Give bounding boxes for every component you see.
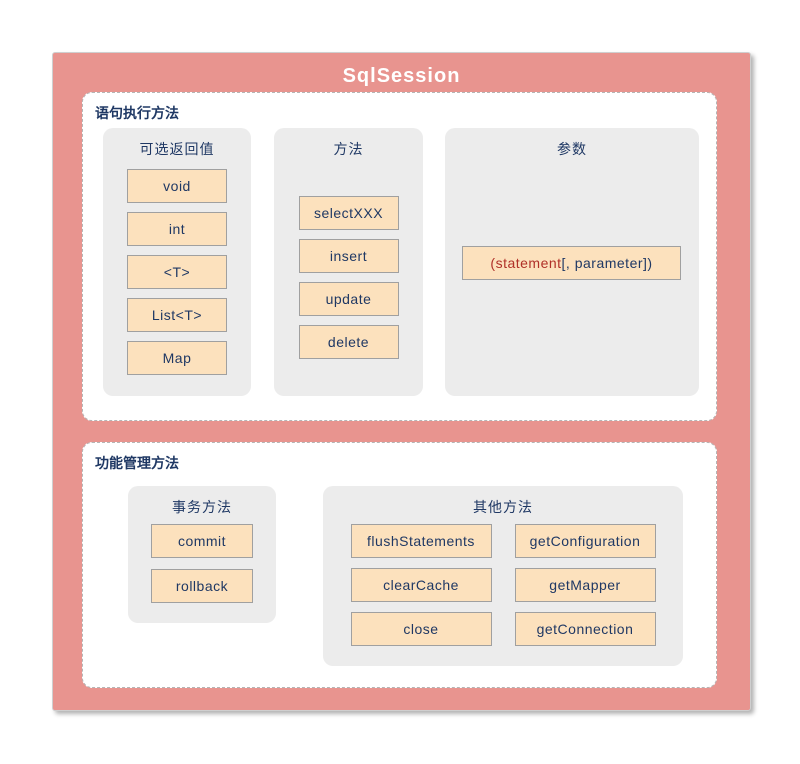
item-generic-t: <T> — [127, 255, 227, 289]
param-parameter-text: [, parameter]) — [561, 255, 653, 271]
item-insert: insert — [298, 239, 399, 273]
item-map: Map — [127, 341, 227, 375]
item-void: void — [127, 169, 227, 203]
item-getconnection: getConnection — [514, 612, 656, 646]
diagram-title: SqlSession — [342, 65, 461, 87]
item-getconfiguration: getConfiguration — [514, 524, 656, 558]
management-label: 功能管理方法 — [95, 455, 179, 471]
item-commit: commit — [151, 524, 253, 558]
item-list-t: List<T> — [127, 298, 227, 332]
item-int: int — [127, 212, 227, 246]
transaction-methods-list: commit rollback — [128, 524, 276, 603]
param-signature-item: (statement[, parameter]) — [462, 246, 681, 280]
other-methods-title: 其他方法 — [473, 499, 533, 515]
return-values-list: void int <T> List<T> Map — [103, 169, 251, 375]
methods-list: selectXXX insert update delete — [274, 196, 423, 359]
statement-execution-label: 语句执行方法 — [95, 105, 179, 121]
methods-group: 方法 selectXXX insert update delete — [274, 128, 423, 396]
management-section: 功能管理方法 事务方法 commit rollback 其他方法 flushSt… — [82, 442, 717, 688]
item-update: update — [298, 282, 399, 316]
params-group: 参数 (statement[, parameter]) — [445, 128, 699, 396]
methods-title: 方法 — [333, 141, 364, 157]
item-flushstatements: flushStatements — [350, 524, 492, 558]
transaction-methods-title: 事务方法 — [172, 499, 232, 515]
return-values-title: 可选返回值 — [139, 141, 215, 157]
item-rollback: rollback — [151, 569, 253, 603]
return-values-group: 可选返回值 void int <T> List<T> Map — [103, 128, 251, 396]
param-statement-text: (statement — [490, 255, 562, 271]
transaction-methods-group: 事务方法 commit rollback — [128, 486, 276, 623]
item-selectxxx: selectXXX — [298, 196, 399, 230]
other-methods-grid: flushStatements getConfiguration clearCa… — [323, 524, 683, 646]
item-getmapper: getMapper — [514, 568, 656, 602]
statement-execution-section: 语句执行方法 可选返回值 void int <T> List<T> Map 方法… — [82, 92, 717, 421]
other-methods-group: 其他方法 flushStatements getConfiguration cl… — [323, 486, 683, 666]
item-clearcache: clearCache — [350, 568, 492, 602]
item-delete: delete — [298, 325, 399, 359]
item-close: close — [350, 612, 492, 646]
sqlsession-container: SqlSession 语句执行方法 可选返回值 void int <T> Lis… — [52, 52, 751, 711]
params-title: 参数 — [557, 141, 587, 157]
